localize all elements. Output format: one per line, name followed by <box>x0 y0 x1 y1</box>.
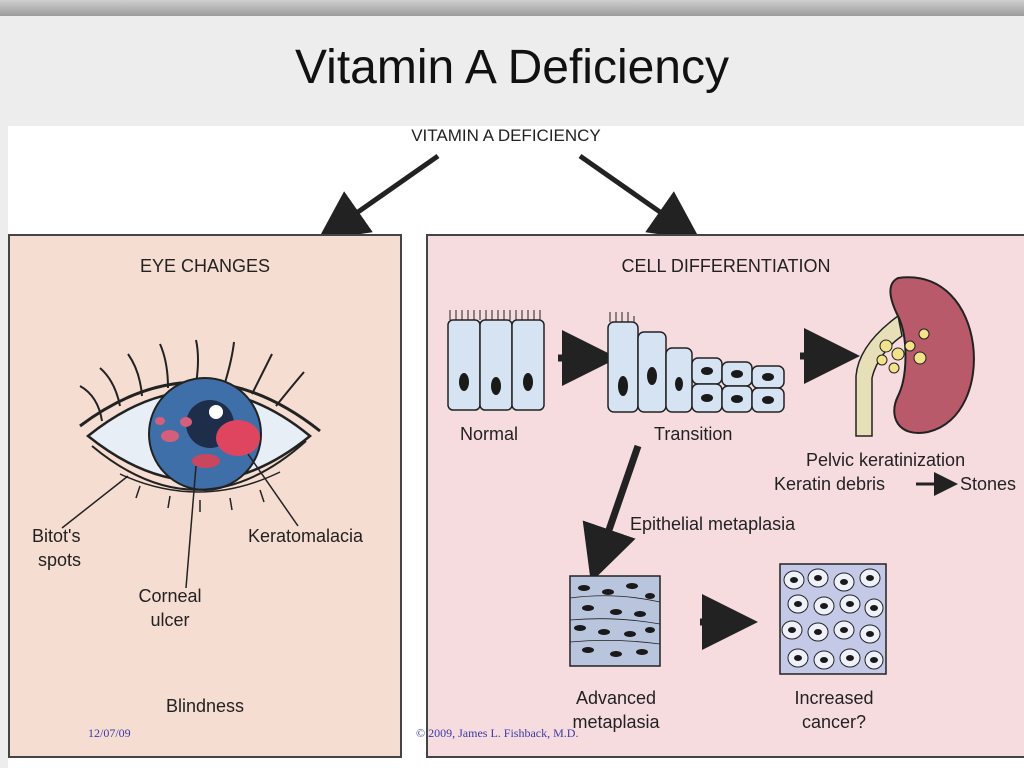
cell-differentiation-title: CELL DIFFERENTIATION <box>621 256 831 276</box>
epithelial-metaplasia-label: Epithelial metaplasia <box>630 514 796 534</box>
kidney-stones <box>876 328 930 374</box>
transition-cells <box>607 312 785 413</box>
arrow-to-eye-changes <box>317 153 440 241</box>
bitots-spots-marks <box>155 417 192 442</box>
figure: VITAMIN A DEFICIENCY EYE CHANGES <box>8 126 1024 768</box>
bitots-label-1: Bitot's <box>32 526 81 546</box>
advanced-metaplasia-label-1: Advanced <box>575 688 657 708</box>
normal-label: Normal <box>460 424 519 444</box>
arrow-epithelial-metaplasia <box>582 444 642 583</box>
slide-title: Vitamin A Deficiency <box>295 41 729 94</box>
top-arrows <box>317 153 701 241</box>
stones-label: Stones <box>960 474 1017 494</box>
lower-eyelashes <box>135 485 265 512</box>
advanced-metaplasia-tissue <box>569 575 661 667</box>
cancer-tissue <box>779 563 887 675</box>
normal-cilia <box>449 310 541 320</box>
corneal-label-1: Corneal <box>138 586 202 606</box>
footer-date: 12/07/09 <box>88 726 131 740</box>
eye-changes-panel: EYE CHANGES <box>8 234 402 758</box>
eye-illustration <box>61 339 321 589</box>
transition-label: Transition <box>654 424 733 444</box>
kidney <box>855 276 975 437</box>
footer-copyright: © 2009, James L. Fishback, M.D. <box>416 726 579 740</box>
keratomalacia-lesion <box>216 420 260 456</box>
slide-top-bar <box>0 0 1024 16</box>
bitots-label-2: spots <box>38 550 82 570</box>
pelvic-keratinization-label: Pelvic keratinization <box>806 450 966 470</box>
bitots-leader <box>61 475 129 529</box>
cell-illustrations <box>447 276 975 675</box>
advanced-metaplasia-label-2: metaplasia <box>572 712 660 732</box>
keratomalacia-leader <box>247 453 299 527</box>
corneal-ulcer-lesion <box>192 454 220 468</box>
cell-differentiation-panel: CELL DIFFERENTIATION <box>426 234 1024 758</box>
increased-cancer-label-2: cancer? <box>801 712 867 732</box>
normal-cells <box>447 310 545 411</box>
blindness-label: Blindness <box>165 696 245 716</box>
keratin-debris-label: Keratin debris <box>774 474 886 494</box>
increased-cancer-label-1: Increased <box>794 688 874 708</box>
eye-changes-title: EYE CHANGES <box>139 256 271 276</box>
corneal-label-2: ulcer <box>150 610 190 630</box>
keratomalacia-label: Keratomalacia <box>248 526 364 546</box>
corneal-leader <box>185 465 197 589</box>
arrow-to-cell-differentiation <box>578 153 701 241</box>
figure-heading: VITAMIN A DEFICIENCY <box>411 126 601 145</box>
lower-eyelid <box>91 440 307 491</box>
light-reflex <box>209 405 223 419</box>
